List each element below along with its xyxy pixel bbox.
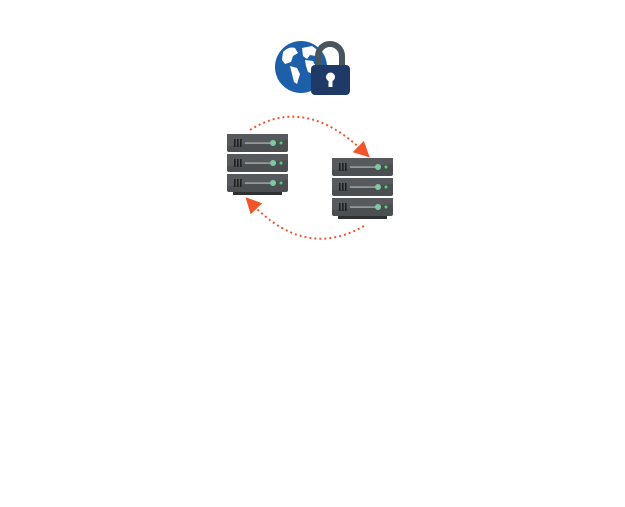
server-rack-right — [332, 158, 393, 219]
sync-arrow-icon — [245, 197, 365, 240]
padlock-icon — [311, 41, 350, 95]
server-rack-left — [227, 134, 288, 195]
